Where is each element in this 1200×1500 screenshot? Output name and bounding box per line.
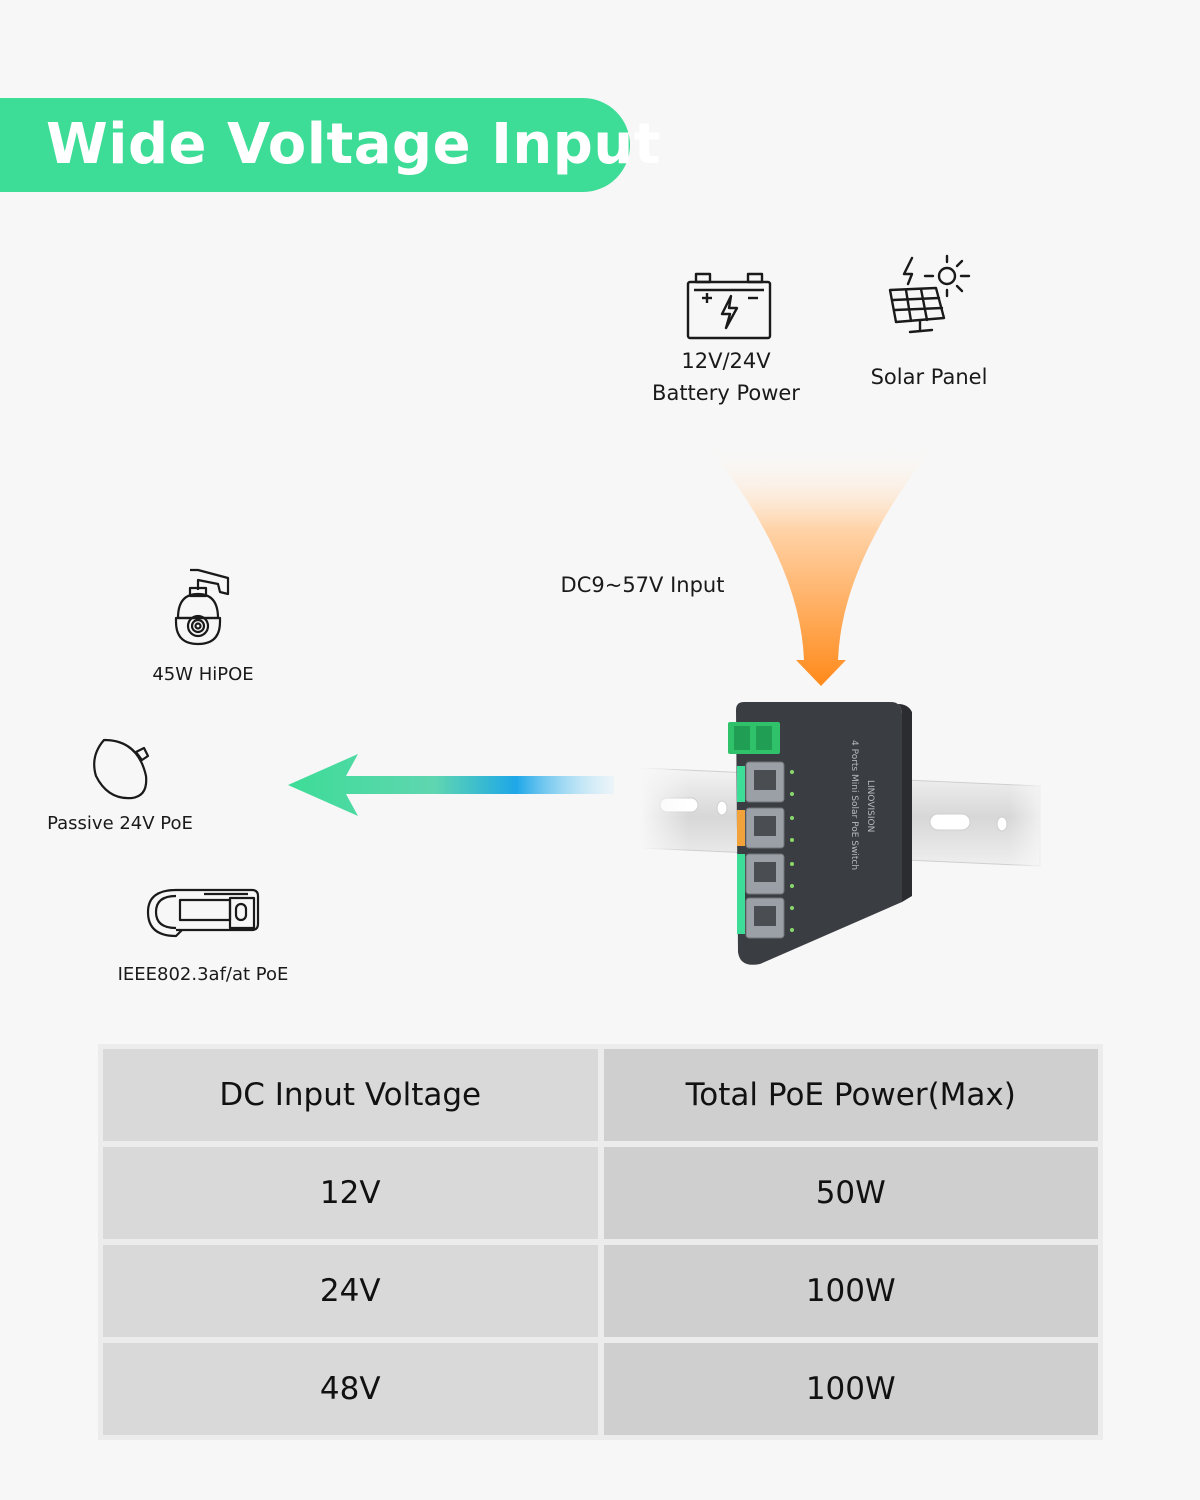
device-label-ieee: IEEE802.3af/at PoE: [117, 964, 289, 985]
bullet-camera-icon: [146, 888, 260, 938]
solar-panel-label: Solar Panel: [870, 365, 988, 389]
wireless-antenna-icon: [93, 738, 150, 800]
device-label-passive: Passive 24V PoE: [47, 813, 193, 834]
table-cell-voltage: 24V: [103, 1245, 598, 1337]
title-banner: Wide Voltage Input: [0, 98, 661, 192]
page-title: Wide Voltage Input: [46, 112, 662, 177]
battery-icon: [686, 272, 772, 340]
dc-input-label: DC9~57V Input: [560, 573, 725, 597]
power-input-arrow: [706, 444, 936, 686]
device-label-hipoe: 45W HiPOE: [152, 664, 254, 685]
table-cell-voltage: 48V: [103, 1343, 598, 1435]
table-cell-power: 100W: [603, 1245, 1098, 1337]
table-header-power: Total PoE Power(Max): [603, 1049, 1098, 1141]
power-output-arrow: [288, 754, 614, 816]
table-cell-power: 100W: [603, 1343, 1098, 1435]
spec-table: DC Input Voltage Total PoE Power(Max) 12…: [98, 1044, 1103, 1440]
table-cell-voltage: 12V: [103, 1147, 598, 1239]
device-brand-text: LINOVISION: [865, 780, 875, 832]
poe-switch-image: 4 Ports Mini Solar PoE Switch LINOVISION: [640, 702, 1050, 965]
table-header-voltage: DC Input Voltage: [103, 1049, 598, 1141]
ptz-camera-icon: [174, 568, 230, 646]
device-model-text: 4 Ports Mini Solar PoE Switch: [849, 740, 859, 870]
table-cell-power: 50W: [603, 1147, 1098, 1239]
solar-panel-icon: [888, 254, 971, 334]
battery-label-line1: 12V/24V: [681, 349, 771, 373]
battery-label-line2: Battery Power: [652, 381, 800, 405]
